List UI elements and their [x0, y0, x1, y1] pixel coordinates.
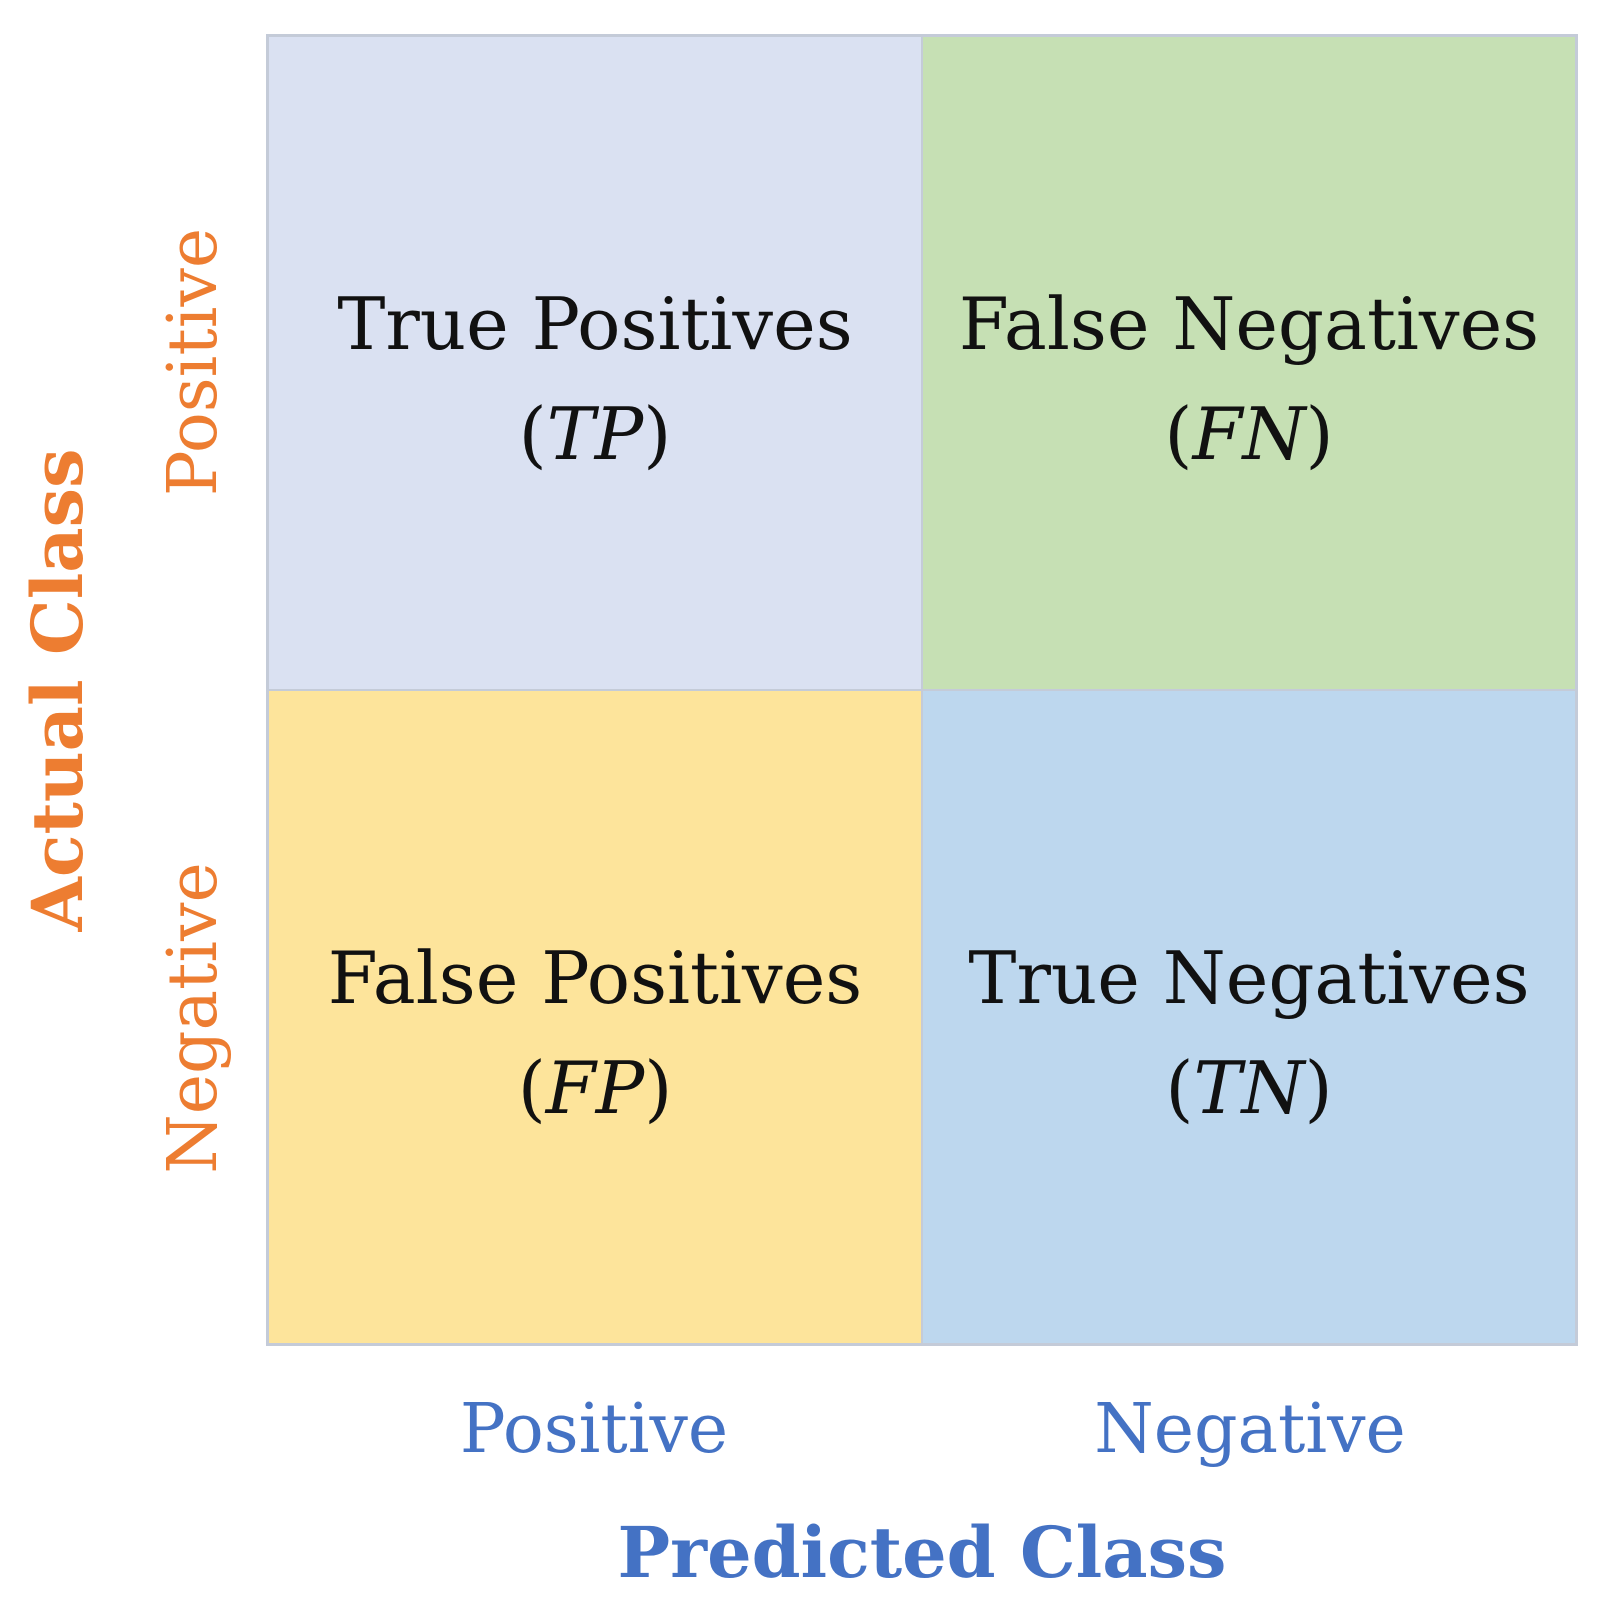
predicted-negative-label: Negative: [1094, 1390, 1406, 1469]
open-paren: (: [517, 1046, 546, 1130]
actual-class-title: Actual Class: [16, 448, 99, 932]
open-paren: (: [1164, 392, 1193, 476]
cell-true-negatives: True Negatives (TN): [922, 690, 1576, 1344]
cell-abbreviation: (FN): [923, 379, 1575, 489]
close-paren: ): [1305, 392, 1334, 476]
cell-name: True Positives: [337, 282, 853, 366]
abbr-text: TN: [1193, 1046, 1305, 1130]
actual-positive-label: Positive: [154, 227, 233, 497]
cell-abbreviation: (TP): [269, 379, 921, 489]
cell-true-positives: True Positives (TP): [268, 36, 922, 690]
cell-label: False Positives (FP): [269, 923, 921, 1143]
cell-false-negatives: False Negatives (FN): [922, 36, 1576, 690]
actual-negative-label: Negative: [154, 862, 233, 1174]
cell-label: False Negatives (FN): [923, 269, 1575, 489]
cell-name: False Positives: [327, 936, 863, 1020]
abbr-text: TP: [546, 392, 644, 476]
close-paren: ): [644, 1046, 673, 1130]
abbr-text: FP: [545, 1046, 645, 1130]
cell-false-positives: False Positives (FP): [268, 690, 922, 1344]
predicted-positive-label: Positive: [459, 1390, 729, 1469]
abbr-text: FN: [1192, 392, 1306, 476]
close-paren: ): [1304, 1046, 1333, 1130]
close-paren: ): [643, 392, 672, 476]
cell-label: True Positives (TP): [269, 269, 921, 489]
confusion-matrix: True Positives (TP) False Negatives (FN)…: [266, 34, 1578, 1346]
predicted-class-title: Predicted Class: [617, 1511, 1227, 1594]
cell-abbreviation: (FP): [269, 1033, 921, 1143]
cell-name: False Negatives: [958, 282, 1540, 366]
cell-name: True Negatives: [968, 936, 1530, 1020]
open-paren: (: [518, 392, 547, 476]
cell-label: True Negatives (TN): [923, 923, 1575, 1143]
open-paren: (: [1165, 1046, 1194, 1130]
cell-abbreviation: (TN): [923, 1033, 1575, 1143]
